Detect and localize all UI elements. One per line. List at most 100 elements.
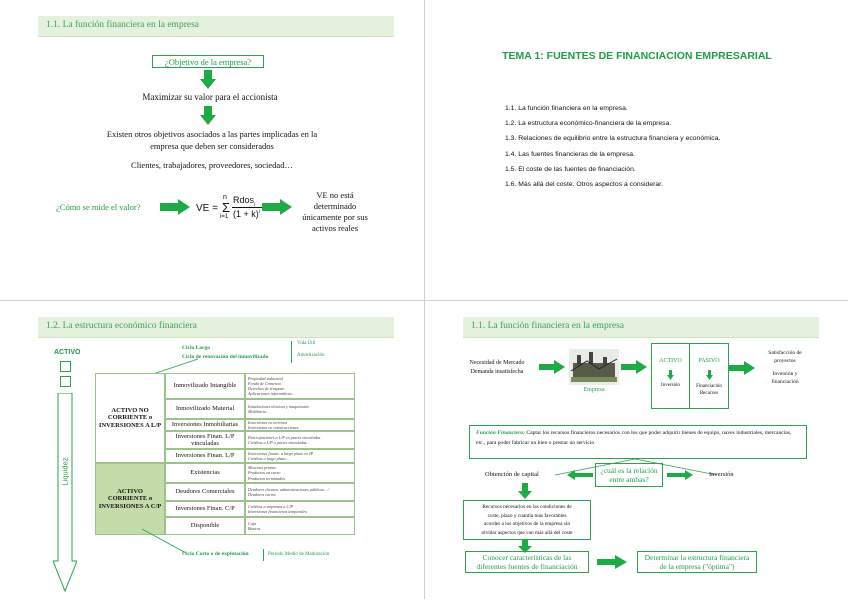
arrow-right-icon (539, 360, 565, 374)
arrow-down-icon (518, 539, 532, 553)
arrow-right-icon (621, 360, 647, 374)
arrow-right-icon (160, 199, 190, 215)
pointer-line (141, 528, 187, 554)
activo-no-corriente-block: ACTIVO NO CORRIENTE o INVERSIONES A L/P (95, 373, 165, 463)
stakeholders-text: Clientes, trabajadores, proveedores, soc… (131, 160, 293, 170)
relation-box: ¿cuál es la relación entre ambas? (595, 463, 663, 487)
market-need: Necesidad de Mercado Demanda insatisfech… (455, 359, 539, 377)
horizontal-divider (0, 300, 848, 301)
conocer-line: diferentes fuentes de financiación (476, 562, 578, 571)
formula-denominator-text: (1 + k) (233, 209, 259, 219)
note-line: Fondo de Comercio (248, 380, 282, 386)
arrow-right-icon (667, 470, 693, 480)
row-label: Inversiones Finan. L/P (165, 449, 245, 463)
legend-box (60, 376, 71, 387)
row-notes: Deudores clientes, administraciones públ… (245, 483, 355, 501)
note-line: Productos terminados (248, 475, 285, 481)
resources-box: Recursos necesarios en las condiciones d… (463, 500, 591, 540)
empresa-label: Empresa (583, 387, 605, 393)
balance-divider (689, 344, 690, 408)
slide-4: 1.1. La función financiera en la empresa… (425, 301, 848, 601)
arrow-down-icon (706, 370, 713, 380)
determinar-box: Determinar la estructura financiera de l… (637, 551, 757, 573)
conclusion-line: únicamente por sus (302, 212, 368, 222)
conclusion-text: VE no está determinado únicamente por su… (296, 190, 374, 234)
periodo-label: Periodo Medio de Maduración (268, 552, 330, 557)
other-objectives: Existen otros objetivos asociados a las … (80, 128, 344, 152)
note-line: Derechos de traspaso (248, 386, 285, 391)
note-line: Caja (248, 520, 257, 526)
relation-line: entre ambas? (609, 475, 649, 484)
note-line: Créditos a largo plazo… (248, 456, 290, 461)
vertical-divider (424, 0, 425, 599)
satisfaction-text: Satisfacción de proyectos Inversión y fi… (757, 349, 813, 386)
topic-index-item: 1.5. El coste de las fuentes de financia… (505, 165, 636, 173)
inversion-right-label: Inversión (709, 471, 734, 478)
bracket-line (291, 341, 292, 363)
formula-denominator-sup: i (258, 209, 260, 215)
balance-activo: ACTIVO (659, 358, 682, 364)
topic-index: 1.1. La función financiera en la empresa… (505, 101, 720, 192)
balance-box: ACTIVO PASIVO Inversión Financiación Rec… (651, 343, 729, 409)
slide-3-header: 1.2. La estructura económico financiera (38, 317, 394, 338)
row-notes: Participaciones a L/P en partes vinculad… (245, 431, 355, 449)
note-line: Créditos a L/P a partes vinculadas… (248, 440, 311, 445)
row-label: Inversiones Inmobiliarias (165, 419, 245, 431)
bracket-line (263, 549, 264, 561)
formula-numerator-sub: i (254, 201, 256, 208)
amortizacion-label: Amortización (297, 353, 325, 358)
factory-icon (569, 349, 619, 385)
row-label: Disponible (165, 517, 245, 535)
conclusion-line: activos reales (311, 223, 359, 233)
anc-line: CORRIENTE o (107, 414, 153, 422)
value-question: ¿Cómo se mide el valor? (56, 202, 141, 212)
conocer-box: Conocer características de las diferente… (465, 551, 589, 573)
financiacion-line: Recursos (699, 391, 719, 396)
relation-line: ¿cuál es la relación (600, 466, 658, 475)
legend-box (60, 361, 71, 372)
maximize-text: Maximizar su valor para el accionista (142, 92, 278, 102)
ac-line: INVERSIONES A C/P (98, 502, 162, 510)
formula-index: i=1 (220, 214, 229, 220)
formula-numerator-text: Rdos (233, 195, 255, 205)
topic-index-item: 1.6. Más allá del coste. Otros aspectos … (505, 181, 663, 189)
other-objectives-line-2: empresa que deben ser considerados (150, 141, 274, 151)
satisfaction-line: financiación (771, 379, 799, 385)
definition-text: Captar los recursos financieros necesari… (476, 430, 792, 446)
note-line: Aplicaciones informáticas… (248, 391, 296, 397)
vida-util-label: Vida Útil (297, 341, 316, 346)
row-label: Inmovilizado Intangible (165, 373, 245, 399)
balance-inversion: Inversión (661, 383, 680, 388)
formula-ve: VE = (196, 203, 218, 214)
topic-index-item: 1.3. Relaciones de equilibrio entre la e… (505, 135, 721, 143)
definition-label: Función Financiera: (476, 430, 525, 436)
ciclo-corto-label: Ciclo Corto o de explotación (182, 551, 249, 557)
resources-line: coste, plazo y cuantía más favorables (487, 512, 567, 519)
note-line: Inversiones financ. a largo plazo en IP (248, 450, 314, 456)
arrow-down-icon (667, 370, 674, 380)
objective-box: ¿Objetivo de la empresa? (152, 55, 264, 68)
value-formula: VE = n Σ i=1 Rdosi (1 + k)i (196, 192, 266, 228)
row-label: Inmovilizado Material (165, 399, 245, 419)
ac-line: CORRIENTE o (107, 495, 153, 503)
note-line: Deudores clientes, administraciones públ… (248, 486, 330, 492)
market-need-line: Necesidad de Mercado (469, 360, 525, 366)
obtencion-label: Obtención de capital (485, 471, 539, 478)
arrow-right-icon (729, 361, 755, 375)
fraction-bar (232, 207, 262, 208)
liquidity-arrow-icon (53, 393, 77, 593)
note-line: Bancos (248, 526, 261, 531)
note-line: Materias primas (248, 465, 276, 471)
note-line: Inversiones financieras temporales (248, 509, 307, 514)
activo-label: ACTIVO (54, 349, 81, 356)
arrow-down-icon (200, 106, 216, 125)
topic-index-item: 1.4. Las fuentes financieras de la empre… (505, 150, 635, 158)
liquidity-label: Liquidez (60, 457, 70, 486)
arrow-left-icon (567, 470, 593, 480)
conclusion-line: determinado (313, 201, 357, 211)
